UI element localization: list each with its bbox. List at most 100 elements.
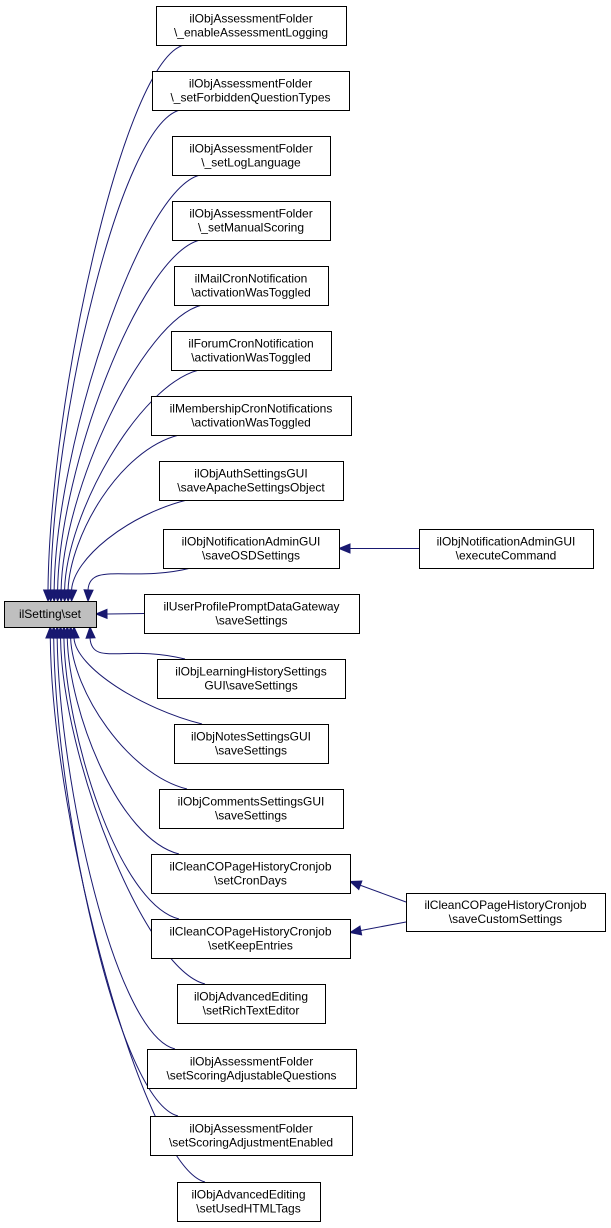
node-label-line: ilObjAssessmentFolder xyxy=(189,77,312,91)
edge-n1-to-root xyxy=(47,44,185,591)
arrowhead-n21-n15 xyxy=(348,925,363,936)
node-label-line: ilObjAssessmentFolder xyxy=(189,142,312,156)
node-label-line: \saveCustomSettings xyxy=(449,912,562,926)
node-label-line: \_setForbiddenQuestionTypes xyxy=(170,91,330,105)
graph-node-ilmailcronnotification-activationwastoggled[interactable]: ilMailCronNotification\activationWasTogg… xyxy=(174,266,329,306)
edge-n2-to-root xyxy=(50,109,181,591)
edge-n12-to-root xyxy=(73,637,203,725)
edge-n19-to-root xyxy=(49,637,206,1183)
graph-node-ilobjnotessettingsgui-savesettings[interactable]: ilObjNotesSettingsGUI\saveSettings xyxy=(174,724,329,764)
graph-node-ilmembershipcronnotifications-activationwastoggled[interactable]: ilMembershipCronNotifications\activation… xyxy=(151,396,352,436)
node-box[interactable] xyxy=(147,1049,357,1089)
graph-node-ilforumcronnotification-activationwastoggled[interactable]: ilForumCronNotification\activationWasTog… xyxy=(171,331,332,371)
node-label-line: \setScoringAdjustmentEnabled xyxy=(169,1136,333,1150)
node-box[interactable] xyxy=(159,461,344,501)
graph-node-ilcleancopagehistorycronjob-setkeepentries[interactable]: ilCleanCOPageHistoryCronjob\setKeepEntri… xyxy=(151,919,351,959)
node-box[interactable] xyxy=(150,1116,353,1156)
node-label-line: \saveSettings xyxy=(215,809,287,823)
node-label-line: \activationWasToggled xyxy=(191,416,311,430)
node-box[interactable] xyxy=(4,601,97,628)
node-box[interactable] xyxy=(151,919,351,959)
graph-node-ilobjnotificationadmingui-saveosdsettings[interactable]: ilObjNotificationAdminGUI\saveOSDSetting… xyxy=(163,529,340,569)
arrowhead-n10 xyxy=(94,608,108,620)
arrowhead-n11 xyxy=(85,625,96,639)
node-label-line: ilObjLearningHistorySettings xyxy=(175,665,326,679)
edge-n13-to-root xyxy=(70,637,188,790)
edge-n18-to-root xyxy=(53,637,179,1117)
node-label-line: ilObjAssessmentFolder xyxy=(189,12,312,26)
graph-node-ilobjnotificationadmingui-executecommand[interactable]: ilObjNotificationAdminGUI\executeCommand xyxy=(419,529,594,569)
node-box[interactable] xyxy=(174,724,329,764)
node-label-line: \setUsedHTMLTags xyxy=(196,1202,300,1216)
edge-n3-to-root xyxy=(53,174,201,591)
node-box[interactable] xyxy=(419,529,594,569)
node-label-line: ilMembershipCronNotifications xyxy=(170,402,333,416)
edge-n21-to-n14 xyxy=(360,884,407,903)
graph-node-ilobjassessmentfolder-setscoringadjustablequestions[interactable]: ilObjAssessmentFolder\setScoringAdjustab… xyxy=(147,1049,357,1089)
node-box[interactable] xyxy=(172,201,331,241)
edges-layer xyxy=(42,44,419,1183)
node-label-line: \saveSettings xyxy=(215,744,287,758)
graph-node-ilcleancopagehistorycronjob-savecustomsettings[interactable]: ilCleanCOPageHistoryCronjob\saveCustomSe… xyxy=(406,893,606,932)
edge-n11-to-root xyxy=(89,637,186,660)
edge-n5-to-root xyxy=(60,304,203,591)
node-box[interactable] xyxy=(174,266,329,306)
node-box[interactable] xyxy=(171,331,332,371)
node-box[interactable] xyxy=(177,984,326,1024)
graph-node-iluserprofilepromptdatagateway-savesettings[interactable]: ilUserProfilePromptDataGateway\saveSetti… xyxy=(144,594,360,634)
node-label-line: ilObjAssessmentFolder xyxy=(189,1122,312,1136)
node-label-line: \setCronDays xyxy=(214,874,287,888)
graph-node-ilobjauthsettingsgui-saveapachesettingsobject[interactable]: ilObjAuthSettingsGUI\saveApacheSettingsO… xyxy=(159,461,344,501)
node-label-line: ilUserProfilePromptDataGateway xyxy=(163,600,339,614)
edge-n10-to-root xyxy=(106,613,145,615)
edge-n15-to-root xyxy=(63,637,180,920)
node-label-line: \saveSettings xyxy=(215,614,287,628)
graph-node-ilobjassessmentfolder-setmanualscoring[interactable]: ilObjAssessmentFolder\_setManualScoring xyxy=(172,201,331,241)
node-box[interactable] xyxy=(172,136,331,176)
node-label-line: \activationWasToggled xyxy=(191,351,311,365)
node-label-line: ilForumCronNotification xyxy=(188,337,313,351)
arrowhead-n19 xyxy=(45,625,56,639)
node-box[interactable] xyxy=(157,659,346,699)
edge-n9-to-root xyxy=(87,567,192,591)
arrowhead-n8 xyxy=(66,589,78,603)
edge-n16-to-root xyxy=(60,637,206,985)
node-label-line: GUI\saveSettings xyxy=(204,679,297,693)
graph-node-ilobjassessmentfolder-setforbiddenquestiontypes[interactable]: ilObjAssessmentFolder\_setForbiddenQuest… xyxy=(152,71,350,111)
arrowhead-n9 xyxy=(83,589,94,603)
node-label-line: ilObjAuthSettingsGUI xyxy=(194,467,307,481)
node-label-line: ilObjNotificationAdminGUI xyxy=(182,535,321,549)
node-box[interactable] xyxy=(163,529,340,569)
node-box[interactable] xyxy=(156,6,347,46)
node-label-line: ilCleanCOPageHistoryCronjob xyxy=(424,898,586,912)
graph-node-ilcleancopagehistorycronjob-setcrondays[interactable]: ilCleanCOPageHistoryCronjob\setCronDays xyxy=(151,854,351,894)
node-label-line: ilObjAssessmentFolder xyxy=(190,1055,313,1069)
edge-n14-to-root xyxy=(66,637,180,855)
edge-n17-to-root xyxy=(56,637,176,1050)
node-label-line: \activationWasToggled xyxy=(191,286,311,300)
node-box[interactable] xyxy=(144,594,360,634)
node-label-line: ilCleanCOPageHistoryCronjob xyxy=(169,925,331,939)
graph-node-ilobjassessmentfolder-setloglanguage[interactable]: ilObjAssessmentFolder\_setLogLanguage xyxy=(172,136,331,176)
graph-node-ilobjcommentssettingsgui-savesettings[interactable]: ilObjCommentsSettingsGUI\saveSettings xyxy=(159,789,344,829)
arrowhead-n21-n14 xyxy=(348,880,363,891)
node-box[interactable] xyxy=(152,71,350,111)
graph-node-ilobjassessmentfolder-enableassessmentlogging[interactable]: ilObjAssessmentFolder\_enableAssessmentL… xyxy=(156,6,347,46)
nodes-layer: ilSetting\set ilObjAssessmentFolder\_enab… xyxy=(4,6,606,1222)
node-label-line: ilSetting\set xyxy=(19,607,82,621)
graph-node-ilobjadvancedediting-setrichtexteditor[interactable]: ilObjAdvancedEditing\setRichTextEditor xyxy=(177,984,326,1024)
graph-node-ilobjlearninghistorysettings-gui-savesettings[interactable]: ilObjLearningHistorySettingsGUI\saveSett… xyxy=(157,659,346,699)
node-label-line: \_setLogLanguage xyxy=(201,156,301,170)
node-box[interactable] xyxy=(151,854,351,894)
node-label-line: \setKeepEntries xyxy=(208,939,293,953)
node-box[interactable] xyxy=(159,789,344,829)
graph-node-ilobjadvancedediting-setusedhtmltags[interactable]: ilObjAdvancedEditing\setUsedHTMLTags xyxy=(177,1182,321,1222)
root-node[interactable]: ilSetting\set xyxy=(4,601,97,628)
node-box[interactable] xyxy=(406,893,606,932)
node-box[interactable] xyxy=(177,1182,321,1222)
node-label-line: \_setManualScoring xyxy=(198,221,304,235)
graph-node-ilobjassessmentfolder-setscoringadjustmentenabled[interactable]: ilObjAssessmentFolder\setScoringAdjustme… xyxy=(150,1116,353,1156)
node-label-line: \saveOSDSettings xyxy=(202,549,300,563)
node-box[interactable] xyxy=(151,396,352,436)
node-label-line: ilObjCommentsSettingsGUI xyxy=(178,795,325,809)
